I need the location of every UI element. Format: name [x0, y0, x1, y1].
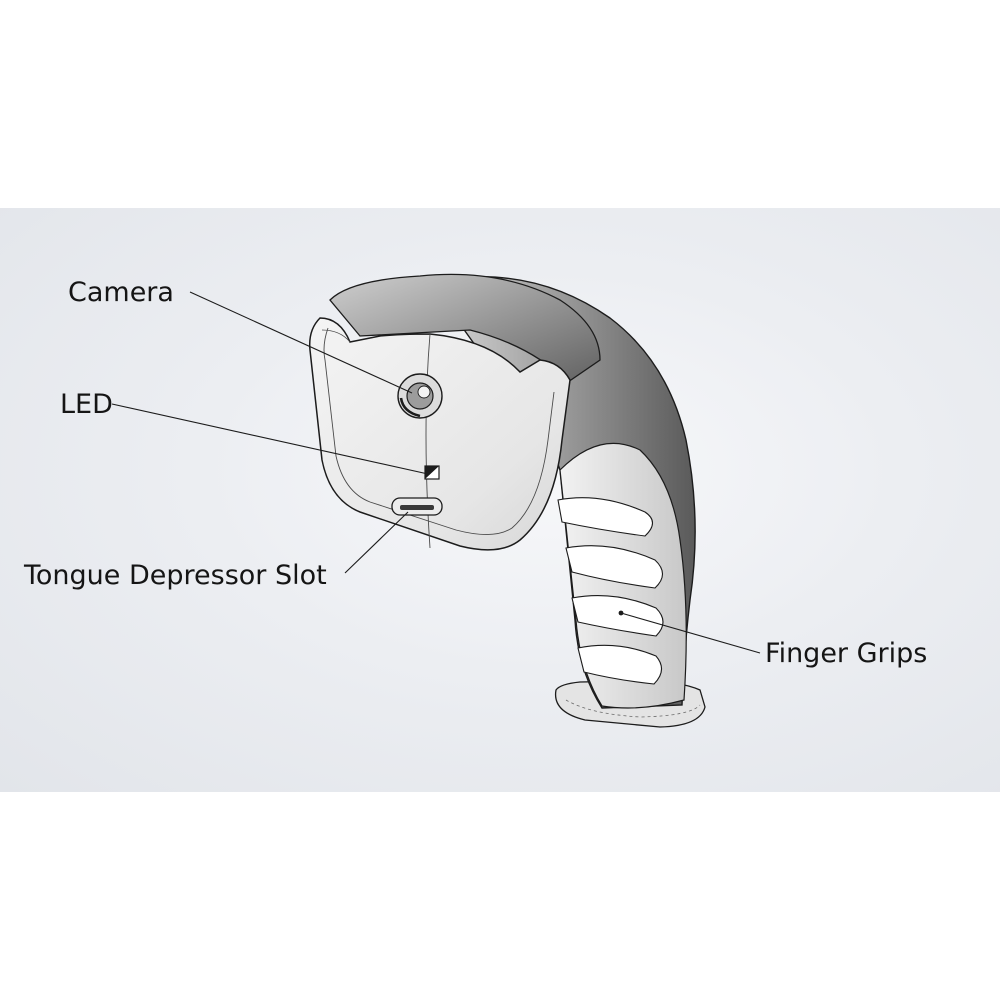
finger-groove-1 [557, 497, 654, 537]
camera-lens [397, 373, 443, 419]
leader-lines [111, 291, 761, 654]
finger-grips [557, 442, 687, 709]
led-label: LED [60, 389, 113, 420]
camera-leader [189, 291, 413, 394]
led-leader [111, 403, 429, 475]
finger-grips-leader [620, 612, 761, 654]
camera-label: Camera [68, 277, 174, 308]
finger-groove-2 [565, 545, 664, 589]
tongue-slot-leader [344, 511, 409, 574]
finger-groove-3 [571, 594, 664, 637]
finger-groove-4 [577, 644, 663, 685]
led-indicator [424, 465, 440, 480]
finger-grips-label: Finger Grips [765, 638, 928, 669]
head-top-shell [329, 273, 601, 383]
tongue-depressor-slot [391, 497, 443, 516]
tongue-depressor-slot-label: Tongue Depressor Slot [24, 560, 327, 591]
